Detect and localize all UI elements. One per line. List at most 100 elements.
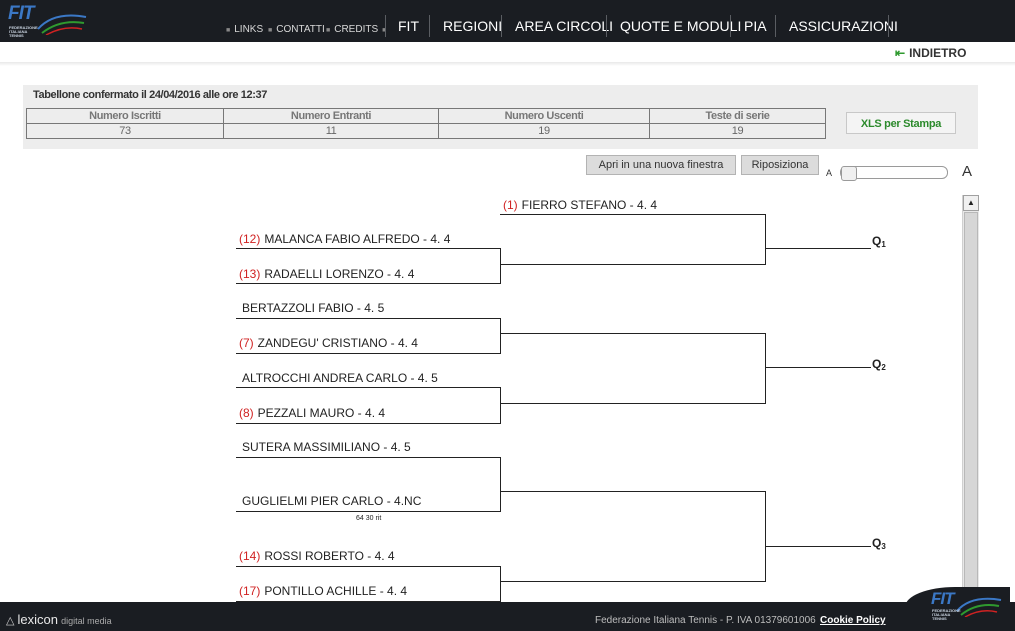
qualifier-label: Q1	[872, 234, 886, 249]
nav-divider	[775, 15, 776, 37]
bracket-player: (12)MALANCA FABIO ALFREDO - 4. 4	[239, 232, 450, 246]
nav-divider	[385, 15, 386, 37]
bracket-line	[765, 367, 871, 368]
player-name: ROSSI ROBERTO - 4. 4	[264, 549, 395, 563]
back-link-label: INDIETRO	[909, 46, 967, 60]
player-name: ALTROCCHI ANDREA CARLO - 4. 5	[242, 371, 438, 385]
bracket-line	[236, 566, 501, 567]
player-seed: (12)	[239, 232, 261, 246]
bracket-line	[236, 457, 501, 458]
zoom-slider-handle[interactable]	[841, 166, 857, 181]
zoom-slider[interactable]	[840, 166, 948, 181]
bracket-player: (14)ROSSI ROBERTO - 4. 4	[239, 549, 395, 563]
logo-text: FIT	[8, 3, 34, 24]
triangle-logo-icon: △	[6, 615, 15, 627]
bracket-line	[236, 387, 501, 388]
tournament-bracket: (1)FIERRO STEFANO - 4. 4 (12)MALANCA FAB…	[0, 190, 962, 602]
bracket-player: (1)FIERRO STEFANO - 4. 4	[503, 198, 657, 212]
lexicon-brand[interactable]: △ lexicon digital media	[6, 612, 112, 627]
nav-divider	[606, 15, 607, 37]
player-name: BERTAZZOLI FABIO - 4. 5	[242, 301, 385, 315]
brand-name: lexicon	[17, 612, 58, 627]
bracket-player: (7)ZANDEGU' CRISTIANO - 4. 4	[239, 336, 418, 350]
qualifier-label: Q2	[872, 357, 886, 372]
qualifier-number: 3	[881, 542, 886, 551]
fit-logo[interactable]: FIT FEDERAZIONE ITALIANA TENNIS	[8, 3, 88, 39]
open-new-window-button[interactable]: Apri in una nuova finestra	[586, 155, 736, 175]
bracket-line	[500, 318, 501, 354]
stats-value-cell: 73	[26, 123, 224, 139]
player-name: RADAELLI LORENZO - 4. 4	[264, 267, 415, 281]
qualifier-number: 2	[881, 363, 886, 372]
scrollbar-thumb[interactable]	[964, 212, 978, 602]
bracket-line	[236, 601, 501, 602]
nav-link-links[interactable]: ■LINKS	[226, 24, 264, 35]
bracket-player: SUTERA MASSIMILIANO - 4. 5	[242, 440, 411, 454]
nav-link-credits[interactable]: ■CREDITS■	[326, 24, 386, 35]
player-seed: (14)	[239, 549, 261, 563]
qualifier-number: 1	[881, 240, 886, 249]
back-link[interactable]: ⇤INDIETRO	[895, 46, 966, 60]
nav-item-quote-e-moduli[interactable]: QUOTE E MODULI	[620, 18, 742, 34]
bracket-line	[236, 511, 501, 512]
bracket-line	[500, 581, 766, 582]
bracket-player: ALTROCCHI ANDREA CARLO - 4. 5	[242, 371, 438, 385]
qualifier-letter: Q	[872, 536, 882, 550]
nav-item-regioni[interactable]: REGIONI	[443, 18, 503, 34]
player-name: MALANCA FABIO ALFREDO - 4. 4	[264, 232, 451, 246]
draw-info-panel: Tabellone confermato il 24/04/2016 alle …	[23, 85, 978, 149]
bracket-line	[500, 566, 501, 602]
nav-item-area-circoli[interactable]: AREA CIRCOLI	[515, 18, 614, 34]
bracket-scrollbar[interactable]: ▲	[962, 195, 979, 602]
match-score: 64 30 rit	[356, 515, 382, 522]
stats-header-cell: Numero Entranti	[223, 108, 439, 124]
bracket-line	[500, 491, 766, 492]
nav-item-assicurazioni[interactable]: ASSICURAZIONI	[789, 18, 898, 34]
player-name: PONTILLO ACHILLE - 4. 4	[264, 584, 408, 598]
nav-link-contatti[interactable]: ■CONTATTI	[268, 24, 325, 35]
player-name: GUGLIELMI PIER CARLO - 4.NC	[242, 494, 422, 508]
bracket-line	[500, 264, 766, 265]
bracket-player: BERTAZZOLI FABIO - 4. 5	[242, 301, 384, 315]
scroll-up-arrow-icon[interactable]: ▲	[963, 195, 979, 211]
player-name: FIERRO STEFANO - 4. 4	[521, 198, 658, 212]
company-info: Federazione Italiana Tennis - P. IVA 013…	[595, 615, 816, 626]
player-seed: (13)	[239, 267, 261, 281]
logo-subtext: FEDERAZIONE ITALIANA TENNIS	[9, 25, 38, 38]
player-seed: (7)	[239, 336, 254, 350]
bracket-line	[765, 546, 871, 547]
bracket-line	[500, 333, 766, 334]
player-name: SUTERA MASSIMILIANO - 4. 5	[242, 440, 411, 454]
confirmation-text: Tabellone confermato il 24/04/2016 alle …	[33, 89, 267, 101]
player-seed: (1)	[503, 198, 518, 212]
bracket-player: (8)PEZZALI MAURO - 4. 4	[239, 406, 385, 420]
stats-value-cell: 11	[223, 123, 439, 139]
nav-divider	[888, 15, 889, 37]
qualifier-letter: Q	[872, 234, 882, 248]
qualifier-label: Q3	[872, 536, 886, 551]
nav-item-pia[interactable]: PIA	[744, 18, 767, 34]
bracket-player: (17)PONTILLO ACHILLE - 4. 4	[239, 584, 407, 598]
stats-value-cell: 19	[649, 123, 826, 139]
bracket-line	[500, 248, 501, 284]
xls-print-button[interactable]: XLS per Stampa	[846, 112, 956, 134]
reposition-button[interactable]: Riposiziona	[741, 155, 819, 175]
bracket-line	[500, 387, 501, 424]
stats-header-row: Numero Iscritti Numero Entranti Numero U…	[26, 108, 826, 124]
bracket-line	[500, 403, 766, 404]
nav-divider	[730, 15, 731, 37]
footer-fit-logo: FIT FEDERAZIONE ITALIANA TENNIS	[905, 587, 1010, 631]
cookie-policy-link[interactable]: Cookie Policy	[820, 615, 886, 626]
brand-subtext: digital media	[61, 616, 112, 626]
player-seed: (17)	[239, 584, 261, 598]
bracket-line	[236, 318, 501, 319]
zoom-in-label: A	[962, 163, 973, 180]
footer-logo-swoosh-icon	[956, 597, 1002, 617]
zoom-out-label: A	[826, 168, 833, 178]
back-arrow-icon: ⇤	[895, 46, 906, 60]
stats-header-cell: Numero Iscritti	[26, 108, 224, 124]
nav-item-fit[interactable]: FIT	[398, 18, 419, 34]
footer-logo-subtext: FEDERAZIONE ITALIANA TENNIS	[932, 608, 961, 621]
player-seed: (8)	[239, 406, 254, 420]
bracket-player: (13)RADAELLI LORENZO - 4. 4	[239, 267, 414, 281]
